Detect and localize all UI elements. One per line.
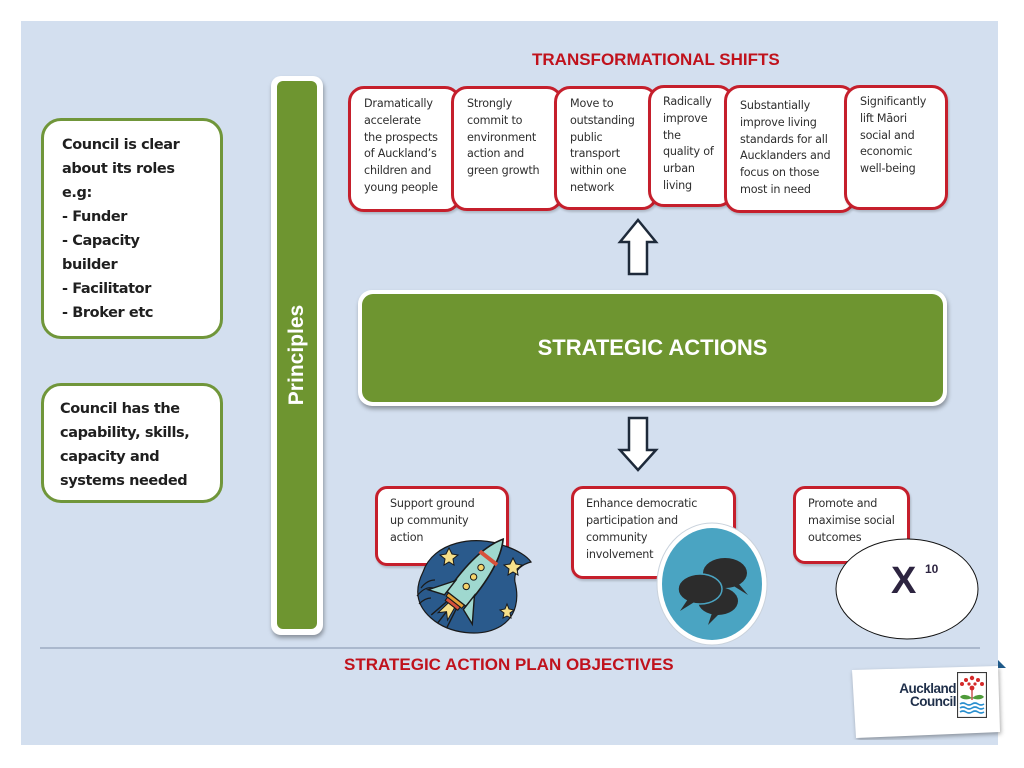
shift-text-line: improve xyxy=(663,111,708,125)
objective-text-line: Enhance democratic xyxy=(586,497,698,510)
rocket-icon xyxy=(416,537,532,634)
multiplier-exponent: 10 xyxy=(925,562,939,576)
shift-text-line: young people xyxy=(364,180,438,194)
shift-text-line: the prospects xyxy=(364,130,438,144)
shift-card-maori-wellbeing: Significantly lift Māori social and econ… xyxy=(844,85,948,210)
shift-text-line: transport xyxy=(570,147,620,161)
shift-text-line: quality of xyxy=(663,145,714,159)
shift-text-line: social and xyxy=(860,128,915,142)
roles-text-line: e.g: xyxy=(62,185,92,201)
objective-text-line: action xyxy=(390,531,424,544)
shift-text-line: accelerate xyxy=(364,113,421,127)
shift-text-line: network xyxy=(570,180,615,194)
roles-text-line: about its roles xyxy=(62,161,175,177)
logo-text-council: Council xyxy=(910,694,957,709)
objective-text-line: community xyxy=(586,531,648,544)
capability-text-line: capacity and xyxy=(60,449,160,465)
transformational-shifts-heading: TRANSFORMATIONAL SHIFTS xyxy=(532,50,780,69)
shift-text-line: improve living xyxy=(740,115,817,129)
shift-text-line: urban xyxy=(663,162,695,176)
shift-card-urban-living: Radically improve the quality of urban l… xyxy=(648,85,734,207)
shift-text-line: living xyxy=(663,178,692,192)
speech-bubbles-icon xyxy=(656,522,768,646)
shift-text-line: lift Māori xyxy=(860,111,907,125)
multiplier-base: X xyxy=(891,560,917,602)
shift-text-line: Significantly xyxy=(860,95,927,108)
shift-text-line: outstanding xyxy=(570,113,635,127)
up-arrow-icon xyxy=(617,218,659,276)
shift-text-line: action and xyxy=(467,147,525,161)
capability-text-line: capability, skills, xyxy=(60,425,190,441)
strategic-actions-label: STRATEGIC ACTIONS xyxy=(537,335,768,360)
shift-text-line: Strongly xyxy=(467,97,513,110)
objective-text-line: up community xyxy=(390,514,469,527)
council-capability-panel: Council has the capability, skills, capa… xyxy=(41,383,223,503)
roles-text-line: - Facilitator xyxy=(62,281,151,297)
shift-card-transport: Move to outstanding public transport wit… xyxy=(554,86,658,210)
shift-card-environment: Strongly commit to environment action an… xyxy=(451,86,563,211)
multiplier-badge: X 10 xyxy=(835,538,979,640)
logo-text-auckland: Auckland xyxy=(899,681,956,696)
shift-text-line: the xyxy=(663,128,681,142)
shift-text-line: environment xyxy=(467,130,537,144)
shift-text-line: Dramatically xyxy=(364,97,433,110)
shift-text-line: Substantially xyxy=(740,99,811,112)
principles-panel: Principles xyxy=(277,81,317,629)
shift-text-line: economic xyxy=(860,145,913,159)
strategic-actions-box: STRATEGIC ACTIONS xyxy=(358,290,947,406)
roles-text-line: - Broker etc xyxy=(62,305,154,321)
shift-text-line: Aucklanders and xyxy=(740,149,831,163)
shift-text-line: commit to xyxy=(467,113,523,127)
strategic-actions-panel: STRATEGIC ACTIONS xyxy=(362,294,943,402)
pohutukawa-emblem-icon xyxy=(957,672,987,718)
shift-text-line: most in need xyxy=(740,182,811,196)
objective-text-line: participation and xyxy=(586,514,678,527)
principles-label: Principles xyxy=(285,304,308,406)
roles-text-line: - Capacity xyxy=(62,233,140,249)
objective-text-line: outcomes xyxy=(808,531,862,544)
roles-text-line: Council is clear xyxy=(62,137,180,153)
shift-text-line: within one xyxy=(570,164,627,178)
shift-card-living-standards: Substantially improve living standards f… xyxy=(724,85,856,213)
shift-text-line: focus on those xyxy=(740,166,820,180)
roles-text-line: - Funder xyxy=(62,209,128,225)
shift-text-line: of Auckland’s xyxy=(364,147,437,161)
down-arrow-icon xyxy=(617,416,659,472)
council-roles-panel: Council is clear about its roles e.g: - … xyxy=(41,118,223,339)
shift-text-line: well-being xyxy=(860,162,916,176)
auckland-council-logo: Auckland Council xyxy=(848,660,1006,740)
capability-text-line: systems needed xyxy=(60,473,188,489)
shift-text-line: green growth xyxy=(467,164,540,178)
principles-bar: Principles xyxy=(271,76,323,635)
shift-card-children: Dramatically accelerate the prospects of… xyxy=(348,86,461,212)
shift-text-line: public xyxy=(570,130,603,144)
multiplier-ellipse xyxy=(835,538,979,640)
objective-text-line: Promote and xyxy=(808,497,878,510)
shift-text-line: children and xyxy=(364,164,432,178)
objective-text-line: involvement xyxy=(586,548,654,561)
roles-text-line: builder xyxy=(62,257,118,273)
capability-text-line: Council has the xyxy=(60,401,180,417)
objectives-heading: STRATEGIC ACTION PLAN OBJECTIVES xyxy=(344,655,674,674)
objective-text-line: maximise social xyxy=(808,514,895,527)
shift-text-line: Radically xyxy=(663,95,712,108)
shift-text-line: standards for all xyxy=(740,132,828,146)
objective-text-line: Support ground xyxy=(390,497,475,510)
shift-text-line: Move to xyxy=(570,97,614,110)
divider-line xyxy=(40,647,980,649)
